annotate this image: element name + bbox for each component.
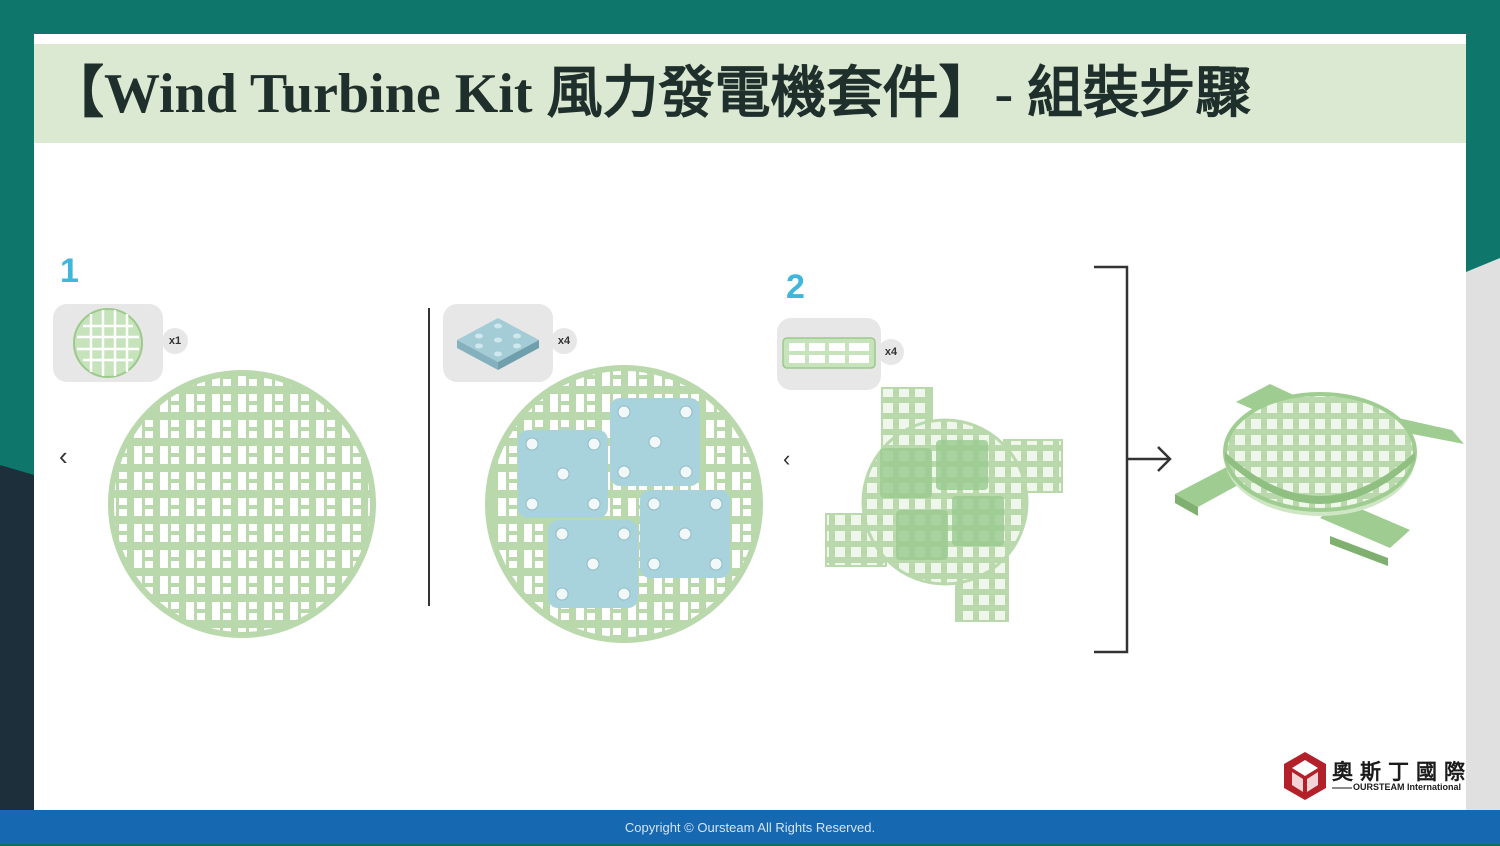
oursteam-logo-icon — [1284, 752, 1352, 800]
part-tile-square-plate — [443, 304, 553, 382]
step-2-number: 2 — [786, 268, 805, 306]
step-divider — [428, 308, 430, 606]
round-grid-plate — [108, 370, 376, 638]
part-tile-rect-frame — [777, 318, 881, 390]
assembly-bracket — [1094, 265, 1129, 654]
footer-copyright: Copyright © Oursteam All Rights Reserved… — [0, 810, 1500, 844]
final-assembly — [1175, 384, 1464, 566]
quantity-badge: x4 — [878, 339, 904, 365]
slide-title: 【Wind Turbine Kit 風力發電機套件】- 組裝步驟 — [48, 63, 1252, 125]
prev-chevron-icon[interactable]: ‹ — [59, 441, 68, 471]
prev-chevron-icon-2[interactable]: ‹ — [783, 446, 791, 471]
logo-name-cn: 奧斯丁國際 — [1332, 761, 1472, 784]
square-connector-plate-icon — [457, 318, 539, 370]
round-grid-plate-icon — [73, 308, 143, 378]
rectangular-frame-icon — [782, 337, 876, 369]
step-1-number: 1 — [60, 252, 79, 290]
result-arrow-icon — [1128, 446, 1172, 472]
plate-with-connectors — [485, 365, 763, 643]
part-tile-round-plate — [53, 304, 163, 382]
title-band — [34, 44, 1466, 143]
quantity-badge: x4 — [551, 328, 577, 354]
quantity-badge: x1 — [162, 328, 188, 354]
plate-with-frames — [825, 387, 1063, 622]
logo-name-en: OURSTEAM International — [1353, 782, 1462, 792]
